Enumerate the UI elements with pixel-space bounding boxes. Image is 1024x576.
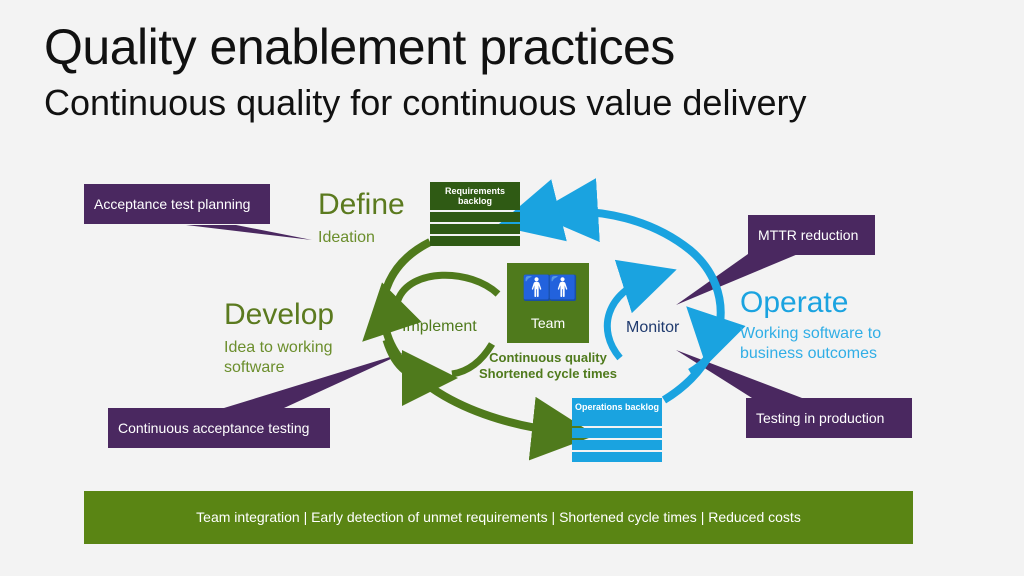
operations-backlog-stack <box>572 398 662 462</box>
team-label: Team <box>530 315 566 331</box>
callout-pointer-acceptance-planning <box>186 225 312 240</box>
callout-mttr-reduction: MTTR reduction <box>748 215 875 255</box>
center-note-line1: Continuous quality <box>489 350 607 365</box>
inner-green-loop-top <box>362 271 501 342</box>
callout-acceptance-test-planning: Acceptance test planning <box>84 184 270 224</box>
callout-pointer-mttr <box>676 254 798 305</box>
callout-continuous-acceptance-testing: Continuous acceptance testing <box>108 408 330 448</box>
requirements-backlog-stack <box>430 182 520 246</box>
requirements-backlog-label: Requirements backlog <box>444 186 506 206</box>
phase-operate-subtitle: Working software to business outcomes <box>740 325 882 362</box>
inner-green-loop-right <box>451 342 496 378</box>
callout-pointer-acceptance-testing <box>224 352 406 408</box>
people-group-icon: 🚹🚹 <box>522 275 578 302</box>
inner-green-loop-bottom <box>382 338 458 406</box>
operations-backlog-label: Operations backlog <box>574 402 660 412</box>
inner-blue-loop-right <box>686 306 746 375</box>
slide-subtitle: Continuous quality for continuous value … <box>44 82 807 123</box>
implement-label: Implement <box>402 318 477 335</box>
benefits-bar: Team integration | Early detection of un… <box>84 491 913 544</box>
phase-develop-subtitle: Idea to working software <box>224 339 333 376</box>
phase-develop-title: Develop <box>224 298 335 331</box>
outer-green-arrow <box>378 238 596 461</box>
phase-define-subtitle: Ideation <box>318 229 375 246</box>
monitor-label: Monitor <box>626 319 680 336</box>
phase-operate-title: Operate <box>740 286 849 319</box>
team-box: 🚹🚹 Team <box>507 263 589 343</box>
slide-title: Quality enablement practices <box>44 19 675 75</box>
outer-blue-arrow-lead <box>496 179 567 242</box>
inner-blue-loop <box>603 259 677 361</box>
center-note-line2: Shortened cycle times <box>479 366 617 381</box>
callout-testing-in-production: Testing in production <box>746 398 912 438</box>
phase-define-title: Define <box>318 188 405 221</box>
